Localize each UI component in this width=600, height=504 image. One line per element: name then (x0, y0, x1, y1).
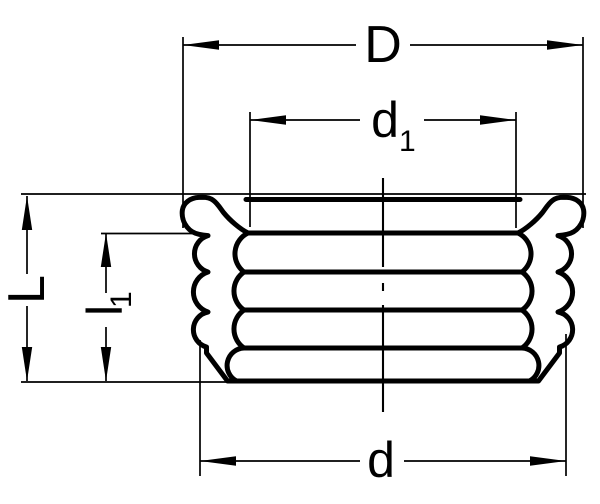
dimension-label-d1: d (371, 92, 399, 148)
arrow-d-right (530, 456, 566, 466)
dimension-label-d: d (367, 432, 395, 488)
arrow-d-left (200, 456, 236, 466)
dimension-label-l1-subscript: 1 (105, 291, 138, 308)
dimension-label-L: L (0, 275, 56, 304)
arrow-D-left (183, 40, 219, 50)
arrow-l1-down (100, 347, 112, 381)
thread-band-lines (241, 230, 525, 351)
dimension-labels: D d 1 d L l 1 (0, 16, 416, 488)
arrowheads (21, 40, 583, 466)
dimension-label-D: D (364, 16, 402, 74)
part-outline-group (179, 194, 584, 384)
dimension-label-l1: l (77, 305, 133, 316)
arrow-d1-right (480, 115, 516, 125)
arrow-D-right (547, 40, 583, 50)
part-outline-right (383, 197, 584, 381)
thread-root-profile-left (224, 230, 251, 384)
dimension-label-d1-subscript: 1 (399, 125, 416, 158)
part-outline-left (179, 194, 386, 384)
arrow-d1-left (250, 115, 286, 125)
arrow-L-up (21, 196, 33, 230)
arrow-l1-up (100, 233, 112, 267)
thread-root-profile-right (518, 233, 539, 381)
arrow-L-down (21, 347, 33, 381)
